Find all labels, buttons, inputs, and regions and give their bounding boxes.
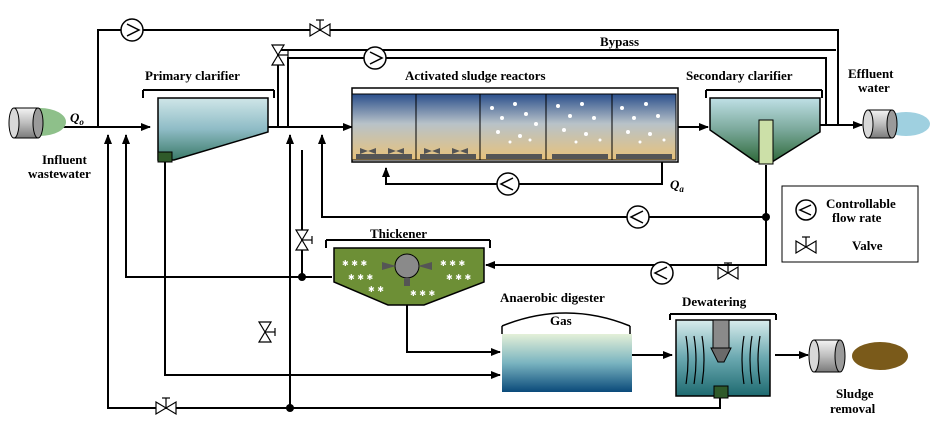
diffuser-icon xyxy=(486,154,542,159)
effluent-pipe-icon xyxy=(862,109,930,139)
svg-text:✱ ✱ ✱: ✱ ✱ ✱ xyxy=(446,273,471,282)
primary-clarifier-label: Primary clarifier xyxy=(145,68,240,83)
influent-label-line1: Influent xyxy=(42,152,87,167)
primary-clarifier xyxy=(142,89,275,163)
anaerobic-digester xyxy=(501,312,632,392)
influent-pipe-icon xyxy=(8,107,66,139)
pipe-network xyxy=(60,29,863,409)
sludge-removal-pipe-icon xyxy=(808,339,908,373)
mixer-icon xyxy=(420,148,476,159)
legend-pump-icon xyxy=(795,199,817,221)
pump-icon xyxy=(496,172,520,196)
reactors-label: Activated sludge reactors xyxy=(405,68,546,83)
valve-icon xyxy=(270,44,289,66)
effluent-label-line1: Effluent xyxy=(848,66,894,81)
legend-valve-icon xyxy=(795,236,817,255)
diffuser-icon xyxy=(616,154,672,159)
dewatering-label: Dewatering xyxy=(682,294,747,309)
influent-label-line2: wastewater xyxy=(28,166,91,181)
secondary-clarifier-label: Secondary clarifier xyxy=(686,68,793,83)
thickener: ✱ ✱ ✱ ✱ ✱ ✱ ✱ ✱ ✱ ✱ ✱ ✱ ✱ ✱ ✱ ✱ ✱ xyxy=(325,239,491,306)
junction-dots xyxy=(286,213,770,412)
pump-icon xyxy=(650,261,674,285)
qa-label: Qa xyxy=(670,177,684,194)
sludge-label-line2: removal xyxy=(830,401,876,416)
valve-icon xyxy=(294,229,313,251)
thickener-rake-icon xyxy=(382,253,432,286)
svg-text:✱ ✱ ✱: ✱ ✱ ✱ xyxy=(410,289,435,298)
air-bubbles xyxy=(490,102,666,144)
diffuser-icon xyxy=(552,154,608,159)
valve-icon xyxy=(717,262,739,281)
effluent-label-line2: water xyxy=(858,80,890,95)
pump-icon xyxy=(626,205,650,229)
svg-text:✱ ✱: ✱ ✱ xyxy=(368,285,384,294)
pump-icon xyxy=(120,18,144,42)
valve-icon xyxy=(155,397,177,416)
gas-label: Gas xyxy=(550,313,572,328)
secondary-clarifier xyxy=(705,89,823,165)
legend-pump-label-line1: Controllable xyxy=(826,196,896,211)
pump-icon xyxy=(363,46,387,70)
dewatering-unit xyxy=(669,313,777,399)
thickener-label: Thickener xyxy=(370,226,427,241)
legend-pump-label-line2: flow rate xyxy=(832,210,882,225)
centrifuge-icon xyxy=(710,319,732,363)
svg-text:✱ ✱ ✱: ✱ ✱ ✱ xyxy=(342,259,367,268)
activated-sludge-reactors xyxy=(351,87,679,163)
svg-text:✱ ✱ ✱: ✱ ✱ ✱ xyxy=(348,273,373,282)
sludge-label-line1: Sludge xyxy=(836,386,874,401)
valve-icon xyxy=(309,19,331,38)
bypass-label: Bypass xyxy=(600,34,639,49)
qo-label: Qo xyxy=(70,110,84,127)
mixer-icon xyxy=(356,148,412,159)
valve-icon xyxy=(257,321,276,343)
legend: Controllable flow rate Valve xyxy=(781,185,919,263)
svg-text:✱ ✱ ✱: ✱ ✱ ✱ xyxy=(440,259,465,268)
anaerobic-digester-label: Anaerobic digester xyxy=(500,290,605,305)
legend-valve-label: Valve xyxy=(852,238,883,253)
